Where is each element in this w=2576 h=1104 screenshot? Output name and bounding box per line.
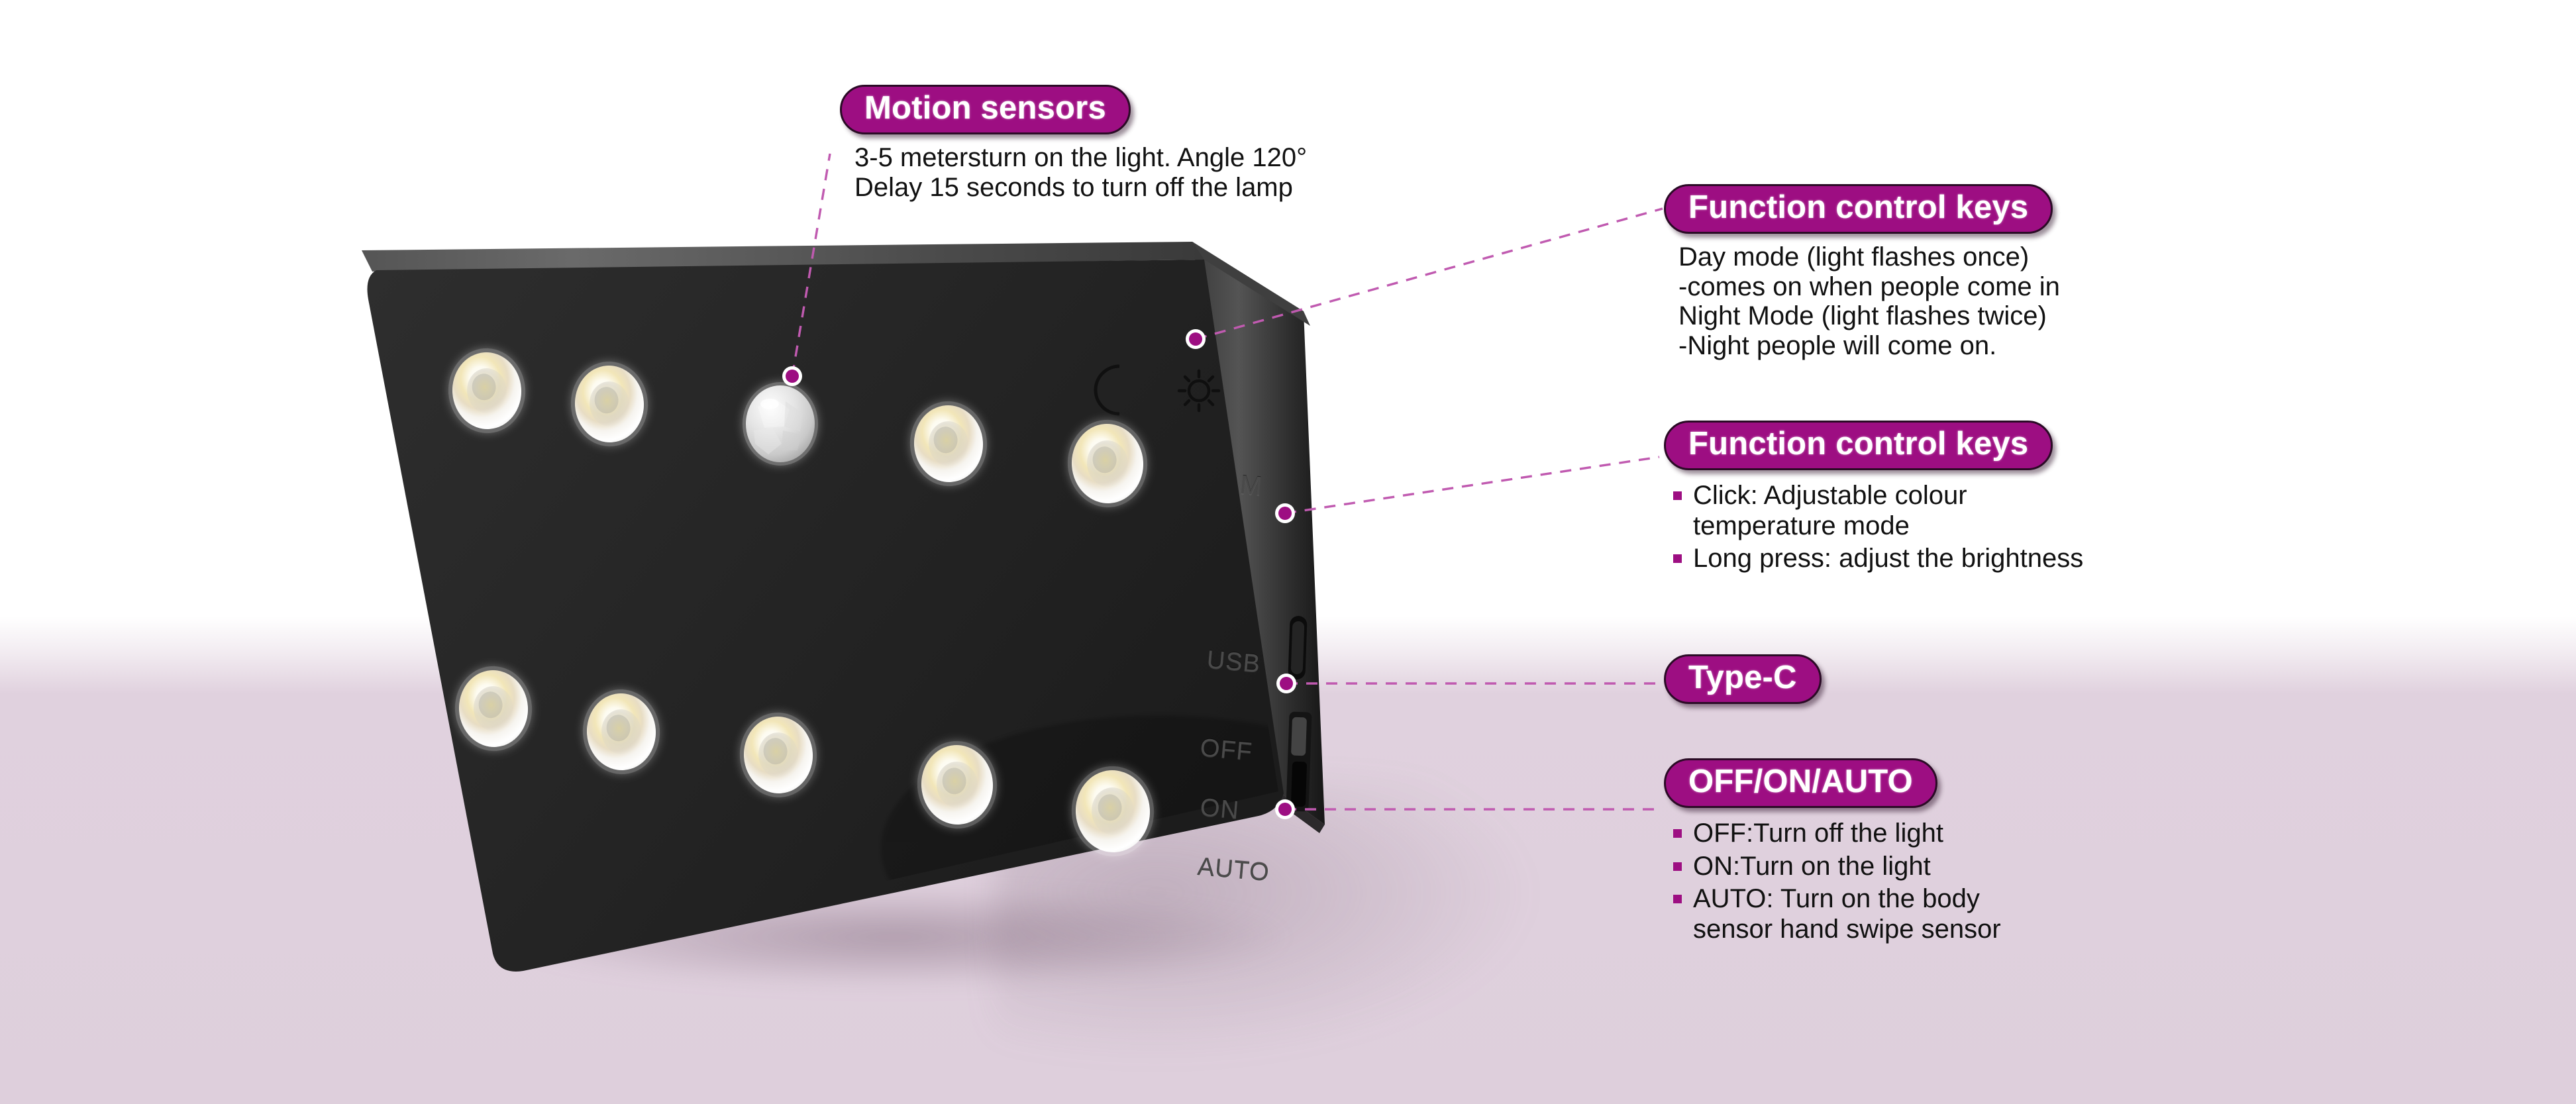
callout-bullets-off-on-auto: OFF:Turn off the light ON:Turn on the li… <box>1664 819 2001 944</box>
callout-body-function-control-keys-mode: Day mode (light flashes once) -comes on … <box>1678 242 2060 360</box>
callout-type-c: Type-C <box>1664 654 1822 704</box>
list-item-text: Click: Adjustable colour temperature mod… <box>1693 480 1967 540</box>
bullet-square-icon <box>1673 895 1682 904</box>
led-row-top <box>448 348 1148 507</box>
callout-off-on-auto: OFF/ON/AUTO OFF:Turn off the light ON:Tu… <box>1664 758 2001 947</box>
callout-function-control-keys-mode: Function control keys Day mode (light fl… <box>1664 184 2060 360</box>
led-module <box>739 713 817 797</box>
bullet-square-icon <box>1673 554 1682 564</box>
list-item: Long press: adjust the brightness <box>1664 544 2083 574</box>
led-module <box>1071 766 1155 856</box>
list-item: AUTO: Turn on the body sensor hand swipe… <box>1664 884 2001 944</box>
callout-title-motion-sensors[interactable]: Motion sensors <box>840 85 1131 134</box>
moon-icon <box>1094 364 1120 416</box>
callout-function-control-keys-brightness: Function control keys Click: Adjustable … <box>1664 421 2083 577</box>
led-row-bottom <box>454 666 1155 856</box>
callout-motion-sensors: Motion sensors 3-5 metersturn on the lig… <box>840 85 1307 202</box>
led-module <box>448 348 526 433</box>
led-module <box>582 689 660 774</box>
device-top-bevel <box>362 242 1204 272</box>
list-item-text: Long press: adjust the brightness <box>1693 544 2084 574</box>
list-item: Click: Adjustable colour temperature mod… <box>1664 481 2083 541</box>
callout-title-function-control-keys-mode[interactable]: Function control keys <box>1664 184 2053 234</box>
list-item-text: AUTO: Turn on the body sensor hand swipe… <box>1693 884 2001 944</box>
device-illustration <box>362 242 1325 972</box>
led-module <box>1067 420 1148 507</box>
callout-body-motion-sensors: 3-5 metersturn on the light. Angle 120° … <box>854 142 1308 202</box>
list-item: ON:Turn on the light <box>1664 852 2001 882</box>
list-item-text: ON:Turn on the light <box>1693 851 1931 881</box>
bullet-square-icon <box>1673 862 1682 871</box>
bullet-square-icon <box>1673 491 1682 500</box>
led-module <box>909 401 988 486</box>
bullet-square-icon <box>1673 828 1682 838</box>
led-module <box>917 741 998 828</box>
list-item-text: OFF:Turn off the light <box>1693 818 1943 848</box>
pir-motion-sensor-dome <box>743 382 818 466</box>
callout-bullets-function-control-keys-brightness: Click: Adjustable colour temperature mod… <box>1664 481 2083 574</box>
list-item: OFF:Turn off the light <box>1664 819 2001 849</box>
callout-title-off-on-auto[interactable]: OFF/ON/AUTO <box>1664 758 1937 808</box>
callout-title-type-c[interactable]: Type-C <box>1664 654 1822 704</box>
product-image: M USB OFF ON AUTO <box>362 242 1537 1060</box>
led-module <box>454 666 533 751</box>
callout-title-function-control-keys-brightness[interactable]: Function control keys <box>1664 421 2053 470</box>
led-module <box>570 362 648 446</box>
sun-icon <box>1177 369 1221 413</box>
